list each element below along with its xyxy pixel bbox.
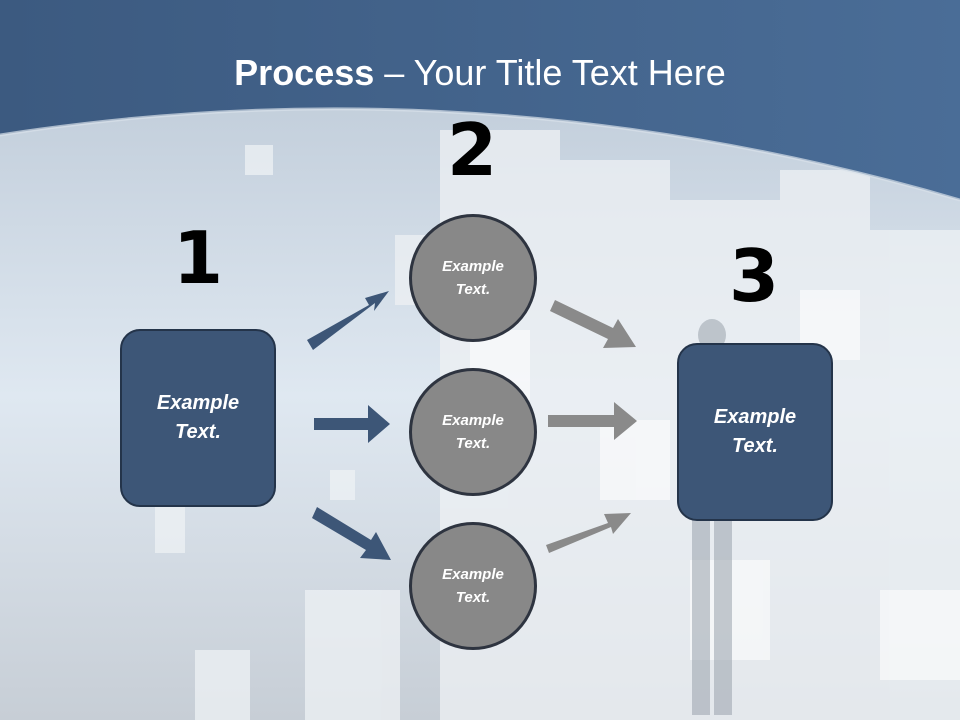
step-3-label-line1: Example	[713, 406, 797, 428]
step-2-circle-top: Example Text.	[409, 214, 537, 342]
arrow-bottom-to-3	[546, 513, 631, 553]
step-1-label-line1: Example	[156, 392, 240, 414]
arrow-middle-to-3	[548, 402, 637, 440]
step-2-number: 2	[446, 108, 498, 192]
circle-bottom-label-line2: Text.	[455, 589, 491, 606]
arrow-1-to-middle	[314, 405, 390, 443]
arrow-top-to-3	[550, 300, 636, 348]
step-3-number: 3	[728, 234, 780, 318]
title-rest: – Your Title Text Here	[374, 52, 726, 93]
step-2-circle-bottom: Example Text.	[409, 522, 537, 650]
arrow-1-to-bottom	[312, 507, 391, 560]
step-3-box: Example Text.	[677, 343, 833, 521]
step-3-label-line2: Text.	[732, 435, 778, 457]
circle-top-label-line1: Example	[442, 258, 504, 275]
step-1-label-line2: Text.	[175, 421, 221, 443]
circle-middle-label-line2: Text.	[455, 435, 491, 452]
arrow-1-to-top	[307, 291, 389, 350]
circle-middle-label-line1: Example	[442, 412, 504, 429]
title-bold: Process	[234, 52, 375, 93]
circle-bottom-label-line1: Example	[442, 566, 504, 583]
slide-title: Process – Your Title Text Here	[0, 52, 960, 94]
step-1-box: Example Text.	[120, 329, 276, 507]
step-1-number: 1	[172, 216, 224, 300]
step-2-circle-middle: Example Text.	[409, 368, 537, 496]
circle-top-label-line2: Text.	[455, 281, 491, 298]
